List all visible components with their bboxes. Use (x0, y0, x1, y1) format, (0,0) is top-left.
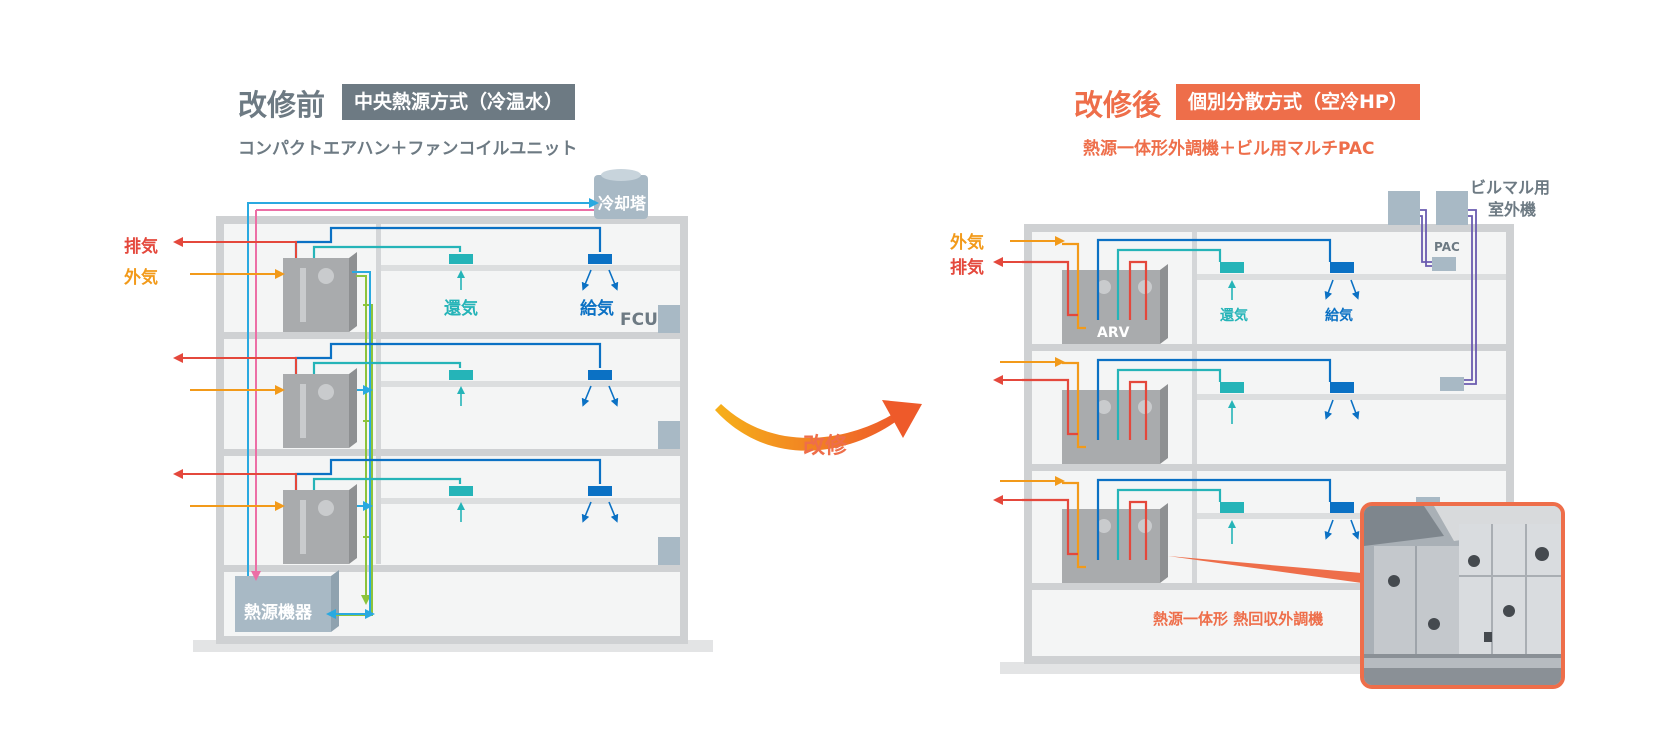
before-title: 改修前 (238, 88, 326, 122)
refrigerant-pipes-after (1420, 209, 1477, 385)
outside-exhaust-before (173, 237, 297, 511)
after-return-air-label: 還気 (1220, 308, 1248, 324)
before-subtitle: コンパクトエアハン＋ファンコイルユニット (238, 139, 578, 159)
ahu-units-before (283, 252, 357, 564)
after-outside-air-label: 外気 (950, 233, 984, 253)
oau-callout-label: 熱源一体形 熱回収外調機 (1153, 610, 1324, 628)
diffusers-before (449, 254, 612, 496)
heat-source-label: 熱源機器 (244, 603, 312, 623)
transition-label: 改修 (803, 434, 848, 459)
equipment-photo-illustration (1364, 506, 1561, 685)
fcu-label: FCU (620, 310, 658, 330)
cooling-tower-label: 冷却塔 (598, 194, 647, 213)
ahu-unit (283, 484, 357, 564)
before-supply-air-label: 給気 (580, 299, 614, 319)
after-exhaust-label: 排気 (950, 258, 984, 278)
after-title: 改修後 (1074, 88, 1162, 122)
outdoor-unit-label-line1: ビルマル用 (1470, 178, 1551, 197)
after-subtitle: 熱源一体形外調機＋ビル用マルチPAC (1083, 139, 1375, 159)
fcu-units-before (658, 305, 680, 565)
pac-label: PAC (1434, 240, 1460, 254)
before-exhaust-label: 排気 (124, 237, 158, 257)
arv-label: ARV (1097, 325, 1130, 341)
heat-source-box (235, 576, 331, 632)
before-return-air-label: 還気 (444, 299, 478, 319)
renovation-arrow (715, 400, 922, 451)
after-badge: 個別分散方式（空冷HP） (1176, 84, 1420, 120)
room-arrows-after (1228, 279, 1360, 544)
equipment-photo (1360, 502, 1565, 689)
room-arrows-before (457, 269, 619, 523)
diffusers-after (1220, 262, 1354, 513)
ahu-unit (283, 252, 357, 332)
ahu-unit (283, 368, 357, 448)
after-supply-air-label: 給気 (1325, 308, 1353, 324)
outside-exhaust-after (993, 236, 1065, 505)
before-outside-air-label: 外気 (124, 268, 158, 288)
before-badge: 中央熱源方式（冷温水） (342, 84, 576, 120)
callout-pointer (1168, 556, 1362, 583)
outdoor-unit-label-line2: 室外機 (1488, 200, 1537, 219)
